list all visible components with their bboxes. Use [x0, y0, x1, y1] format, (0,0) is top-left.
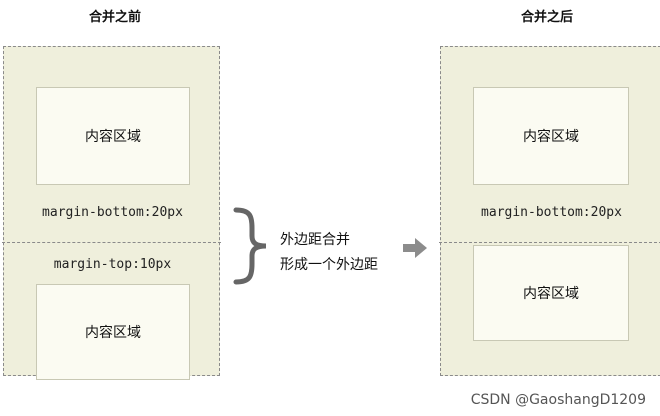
after-margin-bottom-label: margin-bottom:20px — [481, 205, 622, 220]
after-title: 合并之后 — [520, 10, 573, 25]
footer-watermark: CSDN @GaoshangD1209 — [470, 392, 646, 408]
before-margin-top-label: margin-top:10px — [53, 257, 172, 272]
merge-line-1: 外边距合并 — [280, 232, 350, 248]
before-divider — [2, 242, 221, 243]
before-container: 内容区域 margin-bottom:20px margin-top:10px … — [2, 46, 221, 380]
after-content-area-bottom: 内容区域 — [473, 245, 629, 341]
after-divider — [439, 242, 660, 243]
right-arrow-icon — [403, 238, 427, 258]
before-title: 合并之前 — [88, 10, 141, 25]
after-content-label-top: 内容区域 — [523, 129, 579, 145]
before-margin-bottom-label: margin-bottom:20px — [42, 205, 183, 220]
merge-line-2: 形成一个外边距 — [280, 257, 378, 273]
after-content-area-top: 内容区域 — [473, 87, 629, 185]
merge-description: 外边距合并 形成一个外边距 — [280, 228, 378, 278]
after-container: 内容区域 margin-bottom:20px 内容区域 — [439, 46, 660, 376]
before-content-area-bottom: 内容区域 — [36, 284, 190, 380]
after-content-label-bottom: 内容区域 — [523, 286, 579, 302]
before-content-label-bottom: 内容区域 — [85, 325, 141, 341]
before-content-area-top: 内容区域 — [36, 87, 190, 185]
before-content-label-top: 内容区域 — [85, 129, 141, 145]
curly-brace-icon — [233, 207, 267, 285]
